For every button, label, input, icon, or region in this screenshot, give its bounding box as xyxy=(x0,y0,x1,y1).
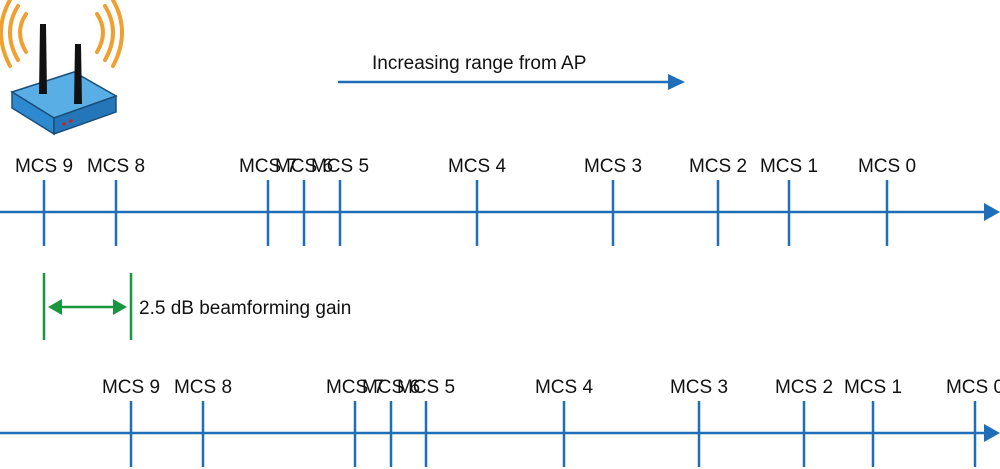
top-mcs-label: MCS 1 xyxy=(760,156,818,177)
top-mcs-label: MCS 5 xyxy=(311,156,369,177)
bottom-axis-arrowhead xyxy=(984,424,1000,442)
gain-arrow-left-icon xyxy=(48,299,62,315)
bottom-mcs-label: MCS 6 xyxy=(362,377,420,398)
bottom-mcs-label: MCS 2 xyxy=(775,377,833,398)
top-mcs-label: MCS 9 xyxy=(15,156,73,177)
bottom-mcs-label: MCS 1 xyxy=(844,377,902,398)
gain-arrow-right-icon xyxy=(113,299,127,315)
beamforming-gain-indicator: 2.5 dB beamforming gain xyxy=(42,273,351,340)
range-arrow: Increasing range from AP xyxy=(338,53,685,90)
beamforming-gain-label: 2.5 dB beamforming gain xyxy=(139,298,351,319)
wireless-router-icon xyxy=(0,0,124,136)
bottom-mcs-label: MCS 8 xyxy=(174,377,232,398)
bottom-mcs-label: MCS 5 xyxy=(397,377,455,398)
top-mcs-label: MCS 2 xyxy=(689,156,747,177)
top-mcs-label: MCS 0 xyxy=(858,156,916,177)
top-mcs-label: MCS 4 xyxy=(448,156,507,177)
bottom-mcs-label: MCS 9 xyxy=(102,377,160,398)
top-mcs-label: MCS 7 xyxy=(239,156,297,177)
bottom-mcs-label: MCS 0 xyxy=(946,377,1000,398)
bottom-mcs-label: MCS 7 xyxy=(326,377,384,398)
bottom-mcs-label: MCS 4 xyxy=(535,377,594,398)
range-arrow-label: Increasing range from AP xyxy=(372,53,586,74)
signal-waves-icon xyxy=(0,0,124,68)
top-mcs-label: MCS 6 xyxy=(275,156,333,177)
bottom-mcs-label: MCS 3 xyxy=(670,377,728,398)
range-arrowhead xyxy=(668,74,685,90)
top-mcs-label: MCS 8 xyxy=(87,156,145,177)
top-axis-arrowhead xyxy=(984,203,1000,221)
top-mcs-label: MCS 3 xyxy=(584,156,642,177)
